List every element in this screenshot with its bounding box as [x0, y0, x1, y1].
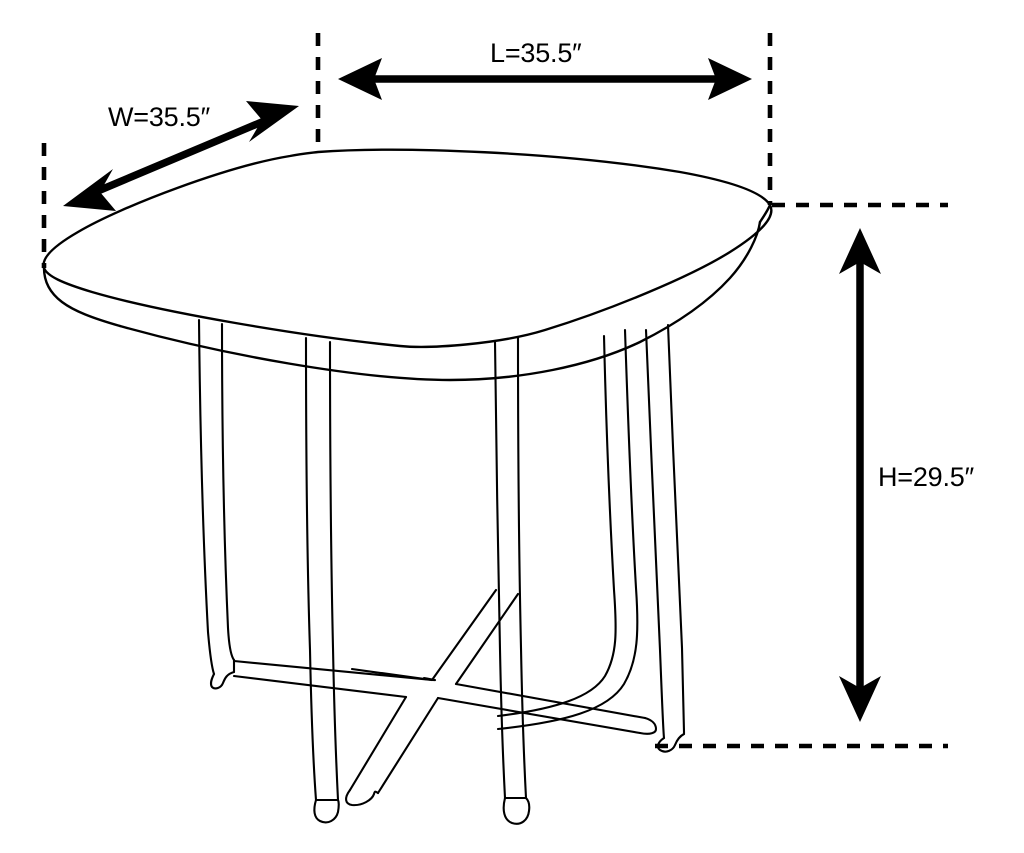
- dimension-label-width: W=35.5″: [108, 102, 210, 132]
- table-top-group: [42, 148, 773, 382]
- table-legs-group: [197, 318, 686, 825]
- leg-right-foot: [656, 732, 686, 753]
- stretcher-left-top-edge: [232, 659, 434, 682]
- stretcher-diag-back-right-edge: [454, 592, 520, 686]
- dimension-arrow-width-head-lower-left: [63, 169, 116, 211]
- stretcher-right-cap: [638, 716, 658, 735]
- stretcher-diag-front-right-edge: [376, 696, 440, 795]
- leg-curved-right-outer: [496, 334, 617, 718]
- leg-back-left-inner: [220, 322, 236, 662]
- table-top-front-edge-long: [118, 220, 762, 382]
- dimension-label-height: H=29.5″: [878, 462, 974, 492]
- dimension-arrow-width-head-upper-right: [246, 101, 299, 142]
- leg-front-left-outer: [493, 340, 507, 800]
- dimension-arrow-length-head-right: [708, 58, 752, 100]
- leg-front-left-foot: [502, 796, 531, 825]
- dimension-arrow-height: [839, 228, 881, 722]
- dimension-arrow-length: [338, 58, 752, 100]
- leg-right-outer: [644, 328, 666, 740]
- base-cross-stretchers-group: [232, 588, 658, 807]
- table-top-front-edge: [42, 266, 122, 328]
- leg-back-left-foot: [209, 670, 236, 690]
- leg-back-right-inner: [328, 340, 340, 802]
- dimension-arrow-height-head-top: [839, 228, 881, 274]
- stretcher-diag-front-cap: [345, 788, 380, 807]
- leg-front-left-inner: [516, 336, 528, 800]
- dimension-arrow-height-head-bottom: [839, 676, 881, 722]
- leg-curved-right-inner: [496, 328, 639, 731]
- dimension-arrow-length-head-left: [338, 58, 382, 100]
- table-top-right-edge: [758, 203, 772, 224]
- leg-back-right-foot: [313, 798, 340, 824]
- stretcher-diag-front-left-edge: [348, 695, 408, 792]
- stretcher-right-bottom-edge: [436, 696, 642, 735]
- table-top-surface-outline: [42, 148, 773, 349]
- leg-back-right-outer: [304, 336, 318, 802]
- leg-right-inner: [666, 323, 686, 734]
- leg-back-left-outer: [197, 318, 216, 676]
- stretcher-diag-back-left-edge: [430, 588, 498, 682]
- dimension-arrow-width-shaft: [84, 112, 278, 200]
- extension-lines-group: [41, 33, 948, 749]
- dimension-label-length: L=35.5″: [490, 38, 582, 68]
- stretcher-right-top-edge: [454, 682, 647, 720]
- dimension-arrow-width: [63, 101, 299, 211]
- stretcher-left-bottom-edge: [232, 674, 408, 699]
